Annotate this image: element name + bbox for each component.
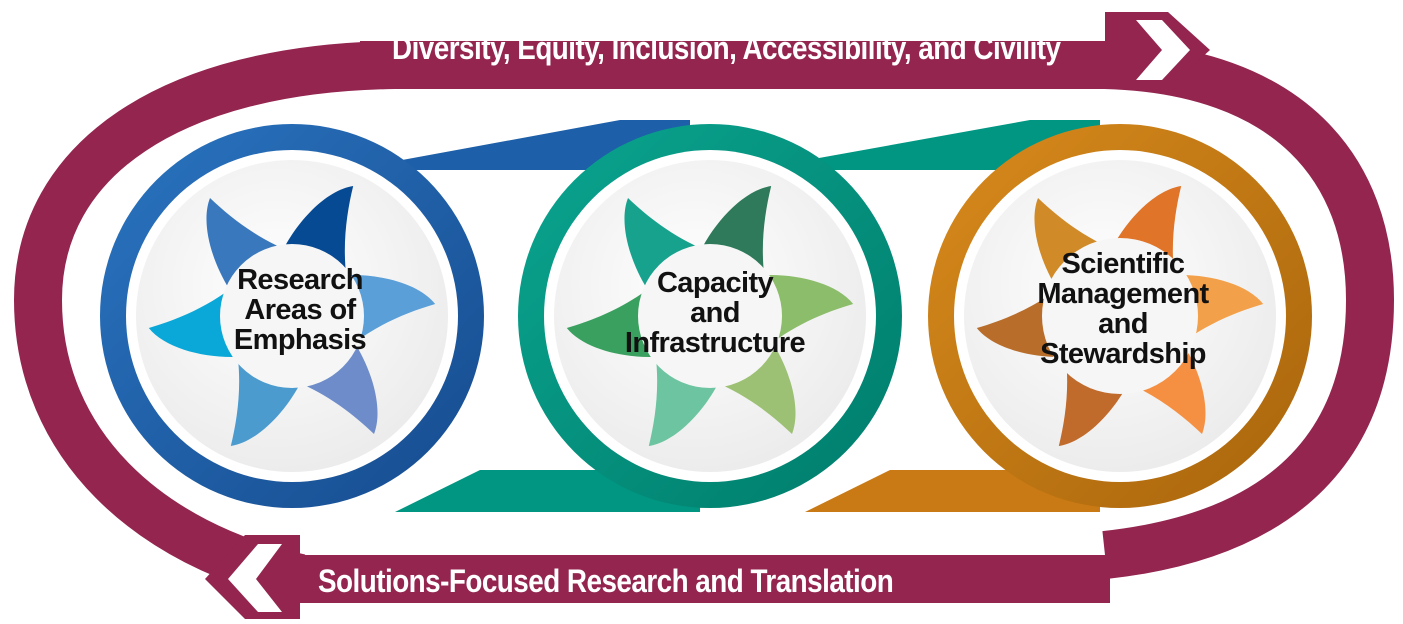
bottom-arrow-chevron <box>228 544 282 612</box>
research-circle <box>100 124 484 508</box>
bottom-banner-band <box>280 555 1110 603</box>
research-label-line: Areas of <box>244 294 356 326</box>
scientific-label-line: Scientific <box>1061 248 1186 280</box>
top-banner-band <box>360 41 1120 89</box>
capacity-label: Capacity and Infrastructure <box>595 268 835 358</box>
scientific-label-line: and <box>1098 308 1148 340</box>
research-label-line: Emphasis <box>233 324 367 356</box>
scientific-management-label: Scientific Management and Stewardship <box>1003 249 1243 369</box>
top-arrow-head <box>1105 12 1210 88</box>
capacity-label-line: Infrastructure <box>624 327 806 359</box>
bottom-banner-label: Solutions-Focused Research and Translati… <box>318 563 894 599</box>
top-banner-label: Diversity, Equity, Inclusion, Accessibil… <box>392 30 1061 66</box>
capacity-circle <box>518 124 902 508</box>
scientific-label-line: Management <box>1037 278 1209 310</box>
outer-loop <box>1102 41 1395 579</box>
outer-loop-left <box>13 41 396 602</box>
scientific-circle <box>928 124 1312 508</box>
capacity-label-line: and <box>690 297 740 329</box>
scientific-label-line: Stewardship <box>1040 338 1206 370</box>
research-label-line: Research <box>237 264 363 296</box>
top-arrow-chevron <box>1136 20 1190 80</box>
capacity-label-line: Capacity <box>656 267 774 299</box>
research-areas-label: Research Areas of Emphasis <box>180 265 420 355</box>
